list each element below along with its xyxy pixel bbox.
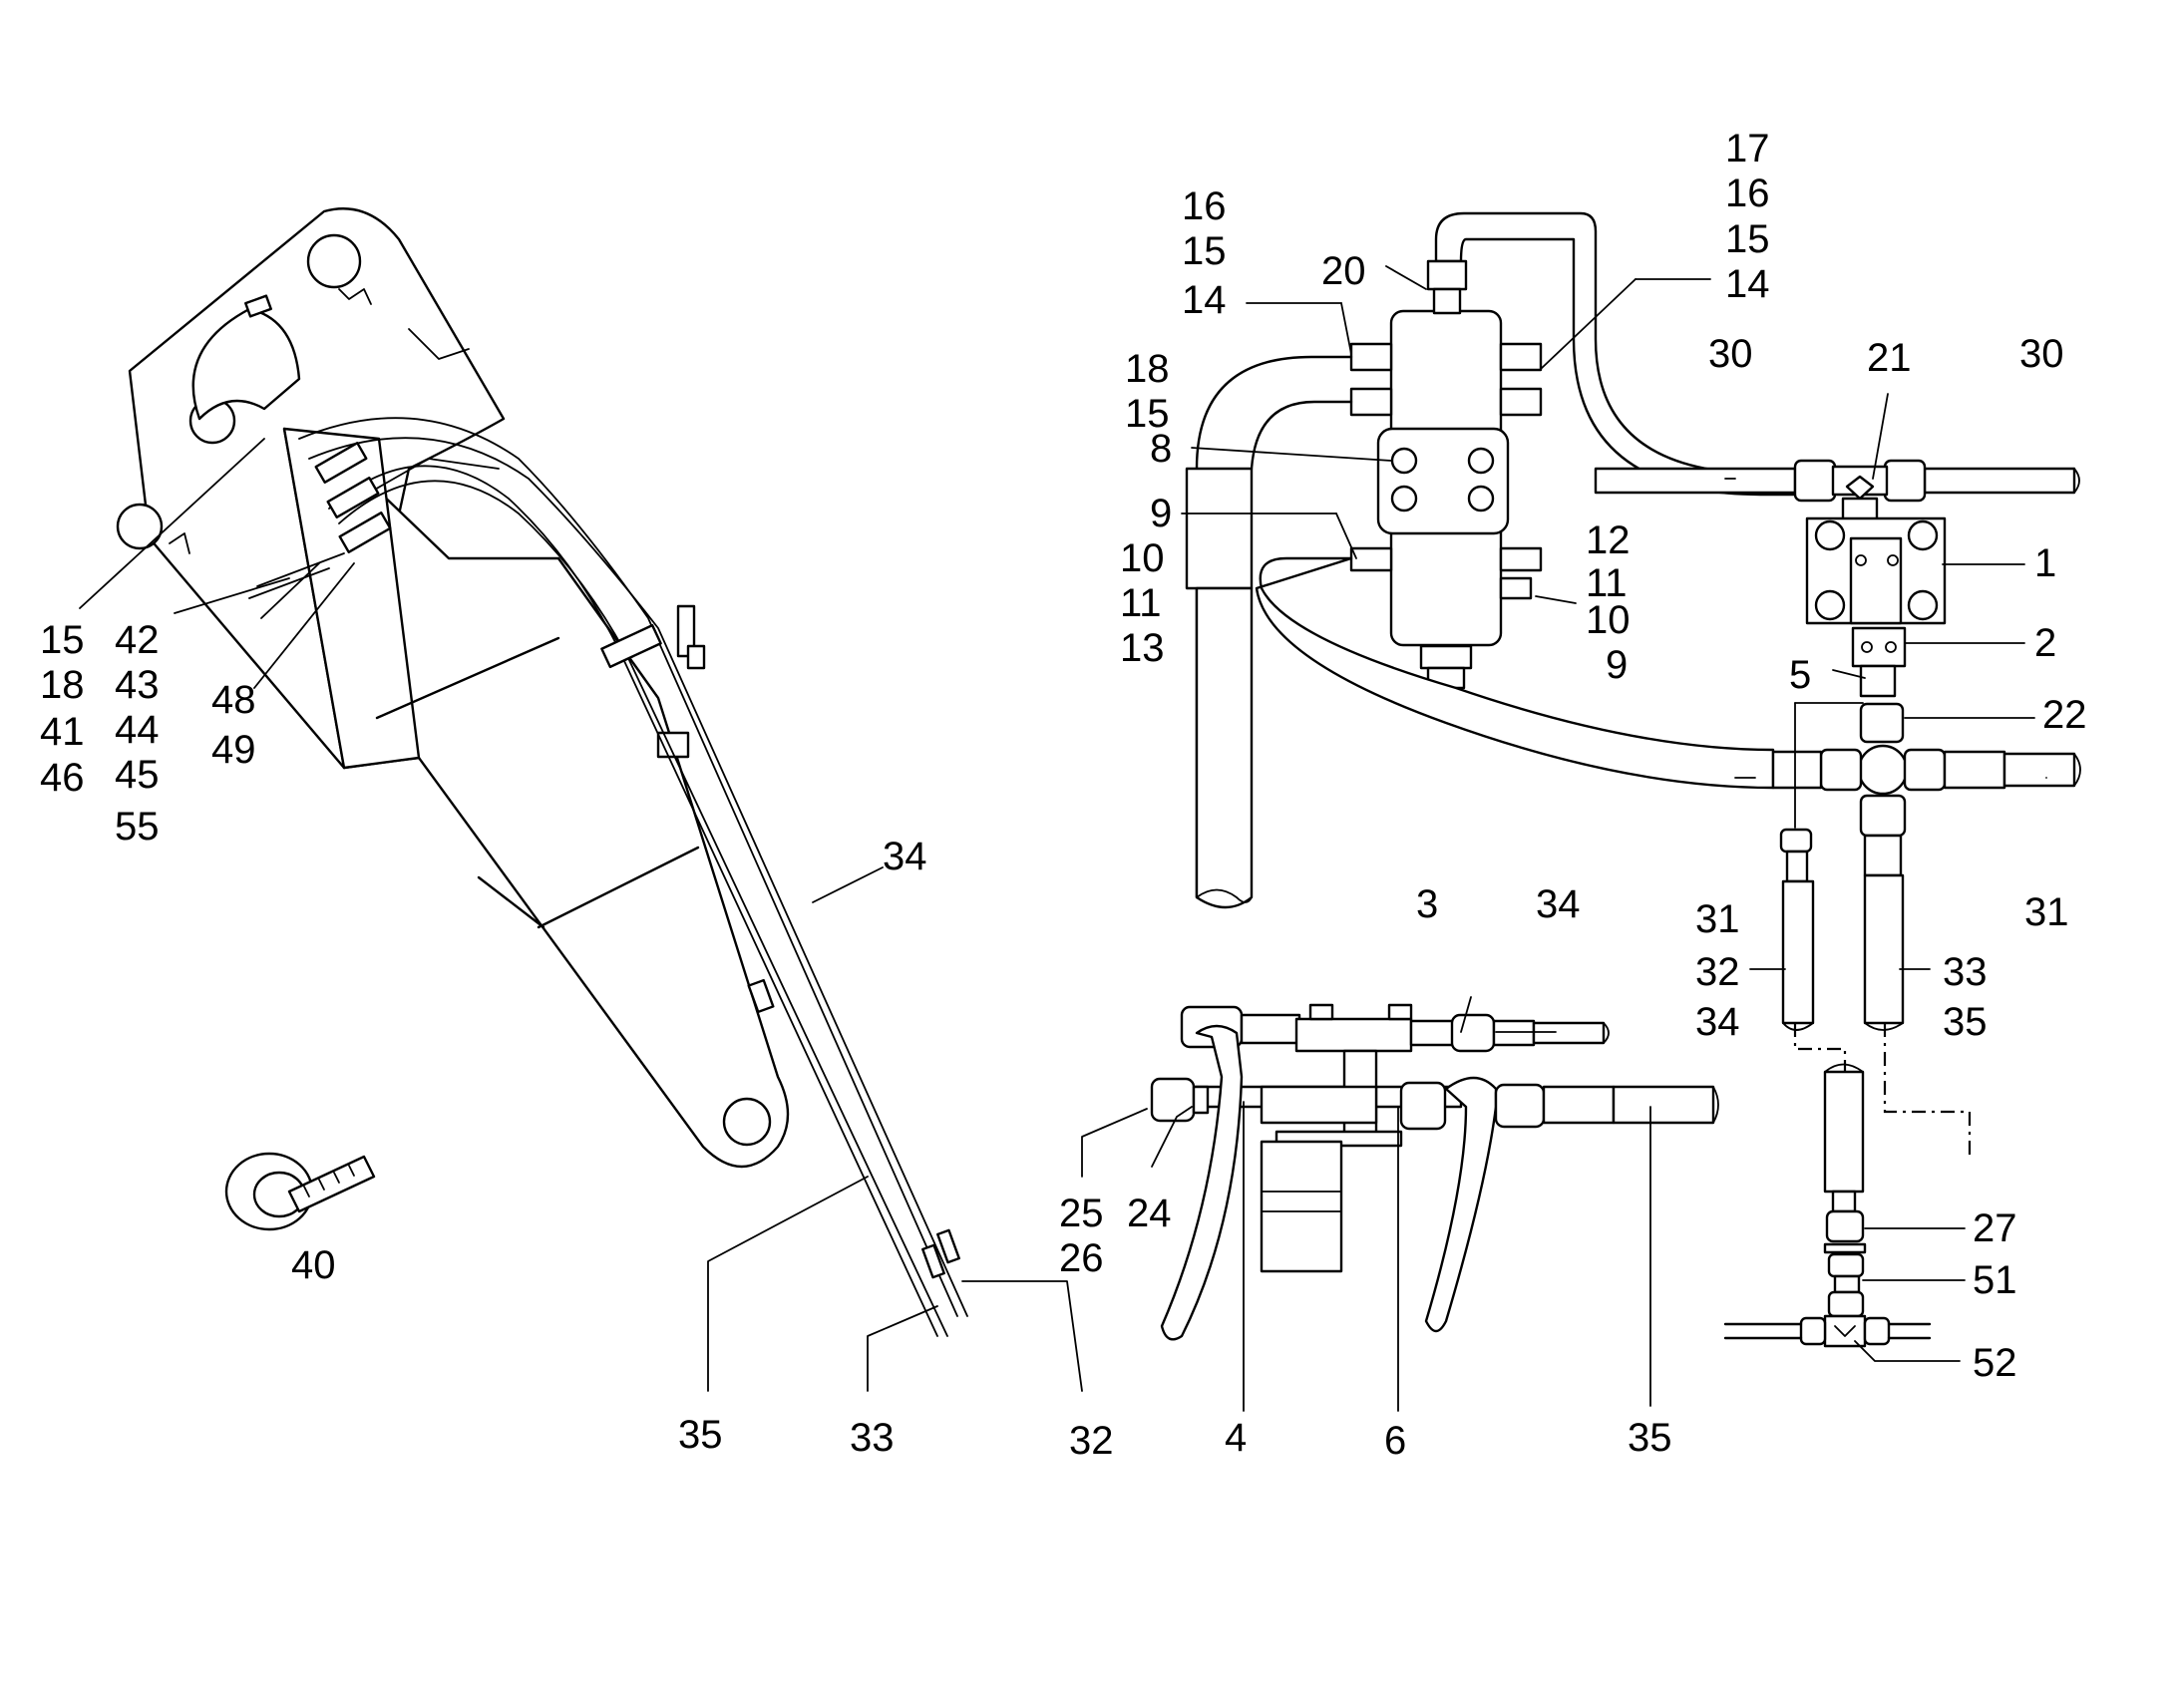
callout-43: 43 <box>115 663 160 707</box>
callout-20: 20 <box>1321 249 1366 293</box>
fitting-stack <box>1723 1063 1966 1362</box>
valve-block-assembly <box>1181 211 2081 1157</box>
callout-15: 15 <box>40 618 85 662</box>
callout-35-boom: 35 <box>678 1413 723 1457</box>
callout-33-boom: 33 <box>850 1416 895 1460</box>
callout-14-right: 14 <box>1725 262 1770 306</box>
callout-30-right: 30 <box>2019 332 2064 376</box>
callout-30-left: 30 <box>1708 332 1753 376</box>
callout-45: 45 <box>115 753 160 797</box>
callout-15-left: 15 <box>1182 229 1227 273</box>
callout-25: 25 <box>1059 1192 1104 1235</box>
callout-11-right: 11 <box>1586 561 1628 605</box>
callout-1: 1 <box>2034 541 2056 585</box>
callout-42: 42 <box>115 618 160 662</box>
callout-16-right: 16 <box>1725 171 1770 215</box>
callout-16-left: 16 <box>1182 184 1227 228</box>
callout-labels: 15 18 41 46 42 43 44 45 55 48 49 34 35 3… <box>40 127 2087 1463</box>
callout-6: 6 <box>1384 1419 1406 1463</box>
callout-34-boom: 34 <box>883 835 927 878</box>
callout-35-mount: 35 <box>1628 1416 1672 1460</box>
callout-15-right: 15 <box>1725 217 1770 261</box>
callout-4: 4 <box>1225 1416 1247 1460</box>
callout-12-right: 12 <box>1586 518 1631 562</box>
callout-5: 5 <box>1789 653 1811 697</box>
callout-3: 3 <box>1416 882 1438 926</box>
callout-31-right: 31 <box>2024 890 2069 934</box>
callout-52: 52 <box>1973 1341 2017 1385</box>
callout-46: 46 <box>40 756 85 800</box>
callout-32-boom: 32 <box>1069 1419 1114 1463</box>
callout-41: 41 <box>40 710 85 754</box>
callout-34-mount: 34 <box>1536 882 1581 926</box>
callout-18: 18 <box>40 663 85 707</box>
callout-34-hose: 34 <box>1695 1000 1740 1044</box>
callout-2: 2 <box>2034 621 2056 665</box>
callout-35-hose: 35 <box>1943 1000 1988 1044</box>
mount-assembly <box>1081 996 1719 1412</box>
callout-18-valve: 18 <box>1125 347 1170 391</box>
callout-24: 24 <box>1127 1192 1172 1235</box>
callout-17-right: 17 <box>1725 127 1770 171</box>
callout-15-valve: 15 <box>1125 392 1170 436</box>
callout-51: 51 <box>1973 1258 2017 1302</box>
callout-22: 22 <box>2042 693 2087 737</box>
callout-49: 49 <box>211 728 256 772</box>
callout-21: 21 <box>1867 336 1912 380</box>
callout-10-right: 10 <box>1586 598 1631 642</box>
hose-clamp-40 <box>224 1152 376 1231</box>
callout-11-left: 11 <box>1120 581 1162 625</box>
callout-40: 40 <box>291 1243 336 1287</box>
callout-9-left: 9 <box>1150 492 1172 535</box>
callout-10-left: 10 <box>1120 536 1165 580</box>
callout-14-left: 14 <box>1182 278 1227 322</box>
callout-26: 26 <box>1059 1236 1104 1280</box>
callout-27: 27 <box>1973 1206 2017 1250</box>
callout-32-hose: 32 <box>1695 950 1740 994</box>
callout-8: 8 <box>1150 427 1172 471</box>
callout-13-left: 13 <box>1120 626 1165 670</box>
boom-assembly <box>79 207 1083 1392</box>
callout-9-right: 9 <box>1606 643 1628 687</box>
callout-44: 44 <box>115 708 160 752</box>
callout-31-left: 31 <box>1695 897 1740 941</box>
callout-33-hose: 33 <box>1943 950 1988 994</box>
callout-48: 48 <box>211 678 256 722</box>
callout-55: 55 <box>115 805 160 849</box>
